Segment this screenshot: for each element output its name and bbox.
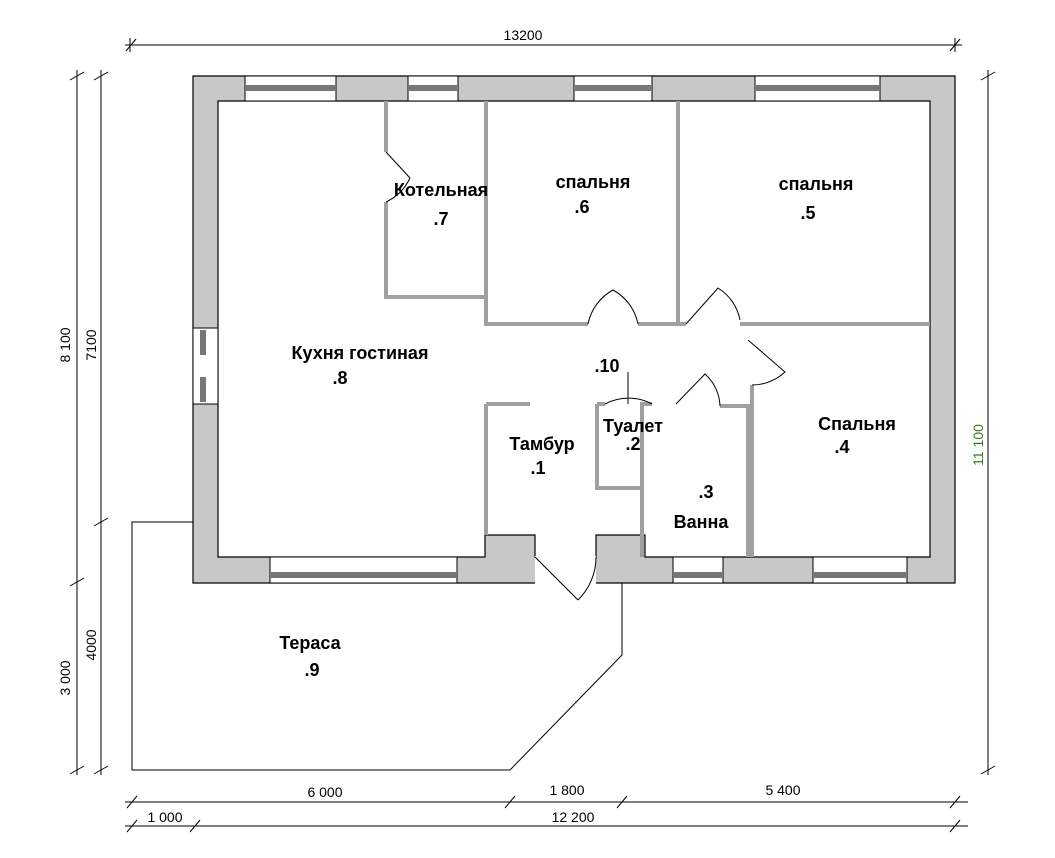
left-window [192, 327, 219, 405]
entrance-opening [535, 556, 596, 584]
dim-left-inner-bottom: 4000 [83, 629, 99, 660]
room-3-name: Ванна [674, 512, 730, 532]
dim-left-outer-bottom: 3 000 [57, 660, 73, 695]
room-2-name: Туалет [603, 416, 663, 436]
room-8-name: Кухня гостиная [292, 343, 429, 363]
dim-bottom-1000: 1 000 [147, 809, 182, 825]
room-9-number: .9 [304, 660, 319, 680]
dim-left-outer-top: 8 100 [57, 327, 73, 362]
dim-right-total: 11 100 [970, 424, 986, 466]
room-6-name: спальня [556, 172, 631, 192]
room-3-number: .3 [698, 482, 713, 502]
interior-walls [384, 101, 930, 557]
room-labels: Котельная .7 спальня .6 спальня .5 Кухня… [279, 172, 896, 680]
room-5-number: .5 [800, 203, 815, 223]
room-7-number: .7 [433, 209, 448, 229]
room-4-name: Спальня [818, 414, 896, 434]
bottom-windows [269, 556, 908, 584]
room-5-name: спальня [779, 174, 854, 194]
dim-bottom-5400: 5 400 [765, 782, 800, 798]
door-swings [385, 151, 786, 601]
dim-bottom-1800: 1 800 [549, 782, 584, 798]
room-10-number: .10 [594, 356, 619, 376]
top-windows [244, 75, 881, 102]
dim-left-inner-top: 7100 [83, 329, 99, 360]
dim-bottom-6000: 6 000 [307, 784, 342, 800]
room-8-number: .8 [332, 368, 347, 388]
room-1-number: .1 [530, 458, 545, 478]
room-2-number: .2 [625, 434, 640, 454]
outer-wall [192, 75, 956, 584]
dim-top-total: 13200 [504, 27, 543, 43]
dimension-lines [69, 38, 996, 833]
terrace-outline [131, 521, 623, 771]
dim-bottom-12200: 12 200 [552, 809, 595, 825]
room-1-name: Тамбур [509, 434, 574, 454]
room-4-number: .4 [834, 437, 849, 457]
room-7-name: Котельная [394, 180, 488, 200]
room-6-number: .6 [574, 197, 589, 217]
dimension-labels: 13200 8 100 3 000 7100 4000 11 100 6 000… [57, 27, 986, 825]
room-9-name: Тераса [279, 633, 341, 653]
